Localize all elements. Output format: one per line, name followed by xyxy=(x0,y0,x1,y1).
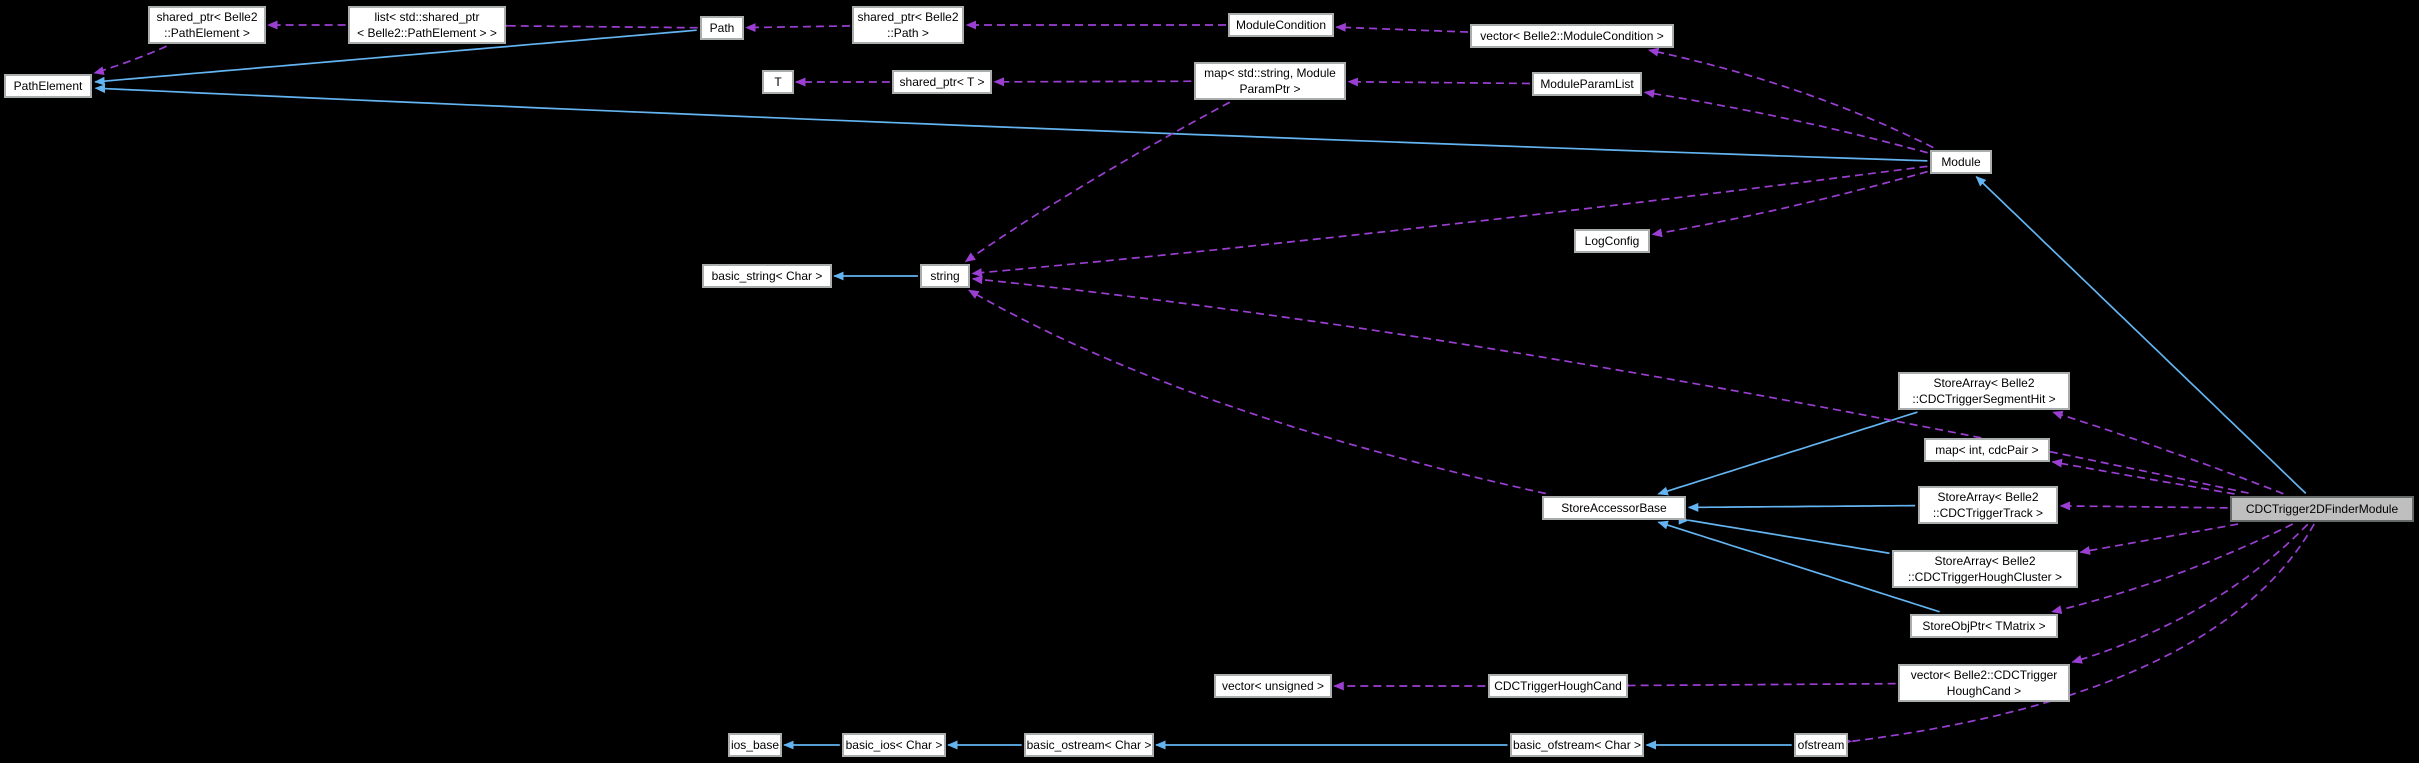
class-node-pathelement[interactable]: PathElement xyxy=(4,74,92,98)
edge-sa_seghit-sab xyxy=(1657,411,1918,496)
edge-finder-module xyxy=(1975,176,2307,495)
edge-map_param-string xyxy=(964,101,1231,263)
class-node-string[interactable]: string xyxy=(920,264,970,288)
edge-module-vec_mc xyxy=(1648,47,1934,149)
class-node-modulecondition[interactable]: ModuleCondition xyxy=(1228,13,1334,37)
class-node-sa_cluster[interactable]: StoreArray< Belle2 ::CDCTriggerHoughClus… xyxy=(1892,550,2078,588)
class-node-path[interactable]: Path xyxy=(700,16,744,40)
edge-finder-sa_seghit xyxy=(2052,410,2284,495)
edge-finder-storeobjptr xyxy=(2051,523,2294,615)
edge-finder-string xyxy=(971,275,2249,494)
class-node-sa_seghit[interactable]: StoreArray< Belle2 ::CDCTriggerSegmentHi… xyxy=(1898,372,2070,410)
class-node-basic_ostream[interactable]: basic_ostream< Char > xyxy=(1024,733,1154,757)
edge-module-mpl xyxy=(1643,89,1928,154)
edge-map_param-sp_t xyxy=(993,77,1192,87)
edge-module-logconfig xyxy=(1651,170,1928,238)
class-node-sab[interactable]: StoreAccessorBase xyxy=(1542,496,1686,520)
class-node-vec_unsigned[interactable]: vector< unsigned > xyxy=(1214,674,1332,698)
edge-vec_mc-modulecondition xyxy=(1335,22,1469,33)
class-node-map_cdcpair[interactable]: map< int, cdcPair > xyxy=(1924,438,2050,462)
edge-module-pathelement xyxy=(94,84,1928,162)
class-node-t[interactable]: T xyxy=(762,70,794,94)
edge-storeobjptr-sab xyxy=(1657,520,1940,613)
edge-sp_pathelement-pathelement xyxy=(93,45,167,76)
edge-finder-ofstream xyxy=(1850,523,2315,745)
class-node-list_sp_pe[interactable]: list< std::shared_ptr < Belle2::PathElem… xyxy=(348,6,506,44)
edge-path-list_sp_pe xyxy=(507,21,698,31)
edge-path-pathelement xyxy=(94,29,697,86)
edge-finder-map_cdcpair xyxy=(2051,458,2235,495)
class-node-storeobjptr[interactable]: StoreObjPtr< TMatrix > xyxy=(1910,614,2058,638)
edge-sp_path-path xyxy=(745,23,850,33)
edge-sab-string xyxy=(968,289,1546,495)
edge-vec_houghcand-houghcand xyxy=(1629,680,1896,690)
edge-finder-sa_cluster xyxy=(2079,523,2239,555)
class-node-ios_base[interactable]: ios_base xyxy=(728,733,782,757)
edge-finder-sa_track xyxy=(2059,501,2228,511)
edge-mpl-map_param xyxy=(1347,77,1530,87)
class-node-basic_ios[interactable]: basic_ios< Char > xyxy=(842,733,946,757)
class-node-basic_ofstream[interactable]: basic_ofstream< Char > xyxy=(1510,733,1644,757)
class-node-mpl[interactable]: ModuleParamList xyxy=(1532,72,1642,96)
class-node-vec_mc[interactable]: vector< Belle2::ModuleCondition > xyxy=(1470,24,1674,48)
class-node-sa_track[interactable]: StoreArray< Belle2 ::CDCTriggerTrack > xyxy=(1918,486,2058,524)
edge-module-string xyxy=(971,165,1928,278)
edge-sa_cluster-sab xyxy=(1687,517,1890,555)
edge-sa_track-sab xyxy=(1687,502,1916,512)
class-node-finder[interactable]: CDCTrigger2DFinderModule xyxy=(2230,496,2414,522)
class-node-houghcand[interactable]: CDCTriggerHoughCand xyxy=(1488,674,1628,698)
class-node-logconfig[interactable]: LogConfig xyxy=(1574,229,1650,253)
class-node-module[interactable]: Module xyxy=(1930,150,1992,174)
class-node-sp_path[interactable]: shared_ptr< Belle2 ::Path > xyxy=(852,6,964,44)
class-node-sp_t[interactable]: shared_ptr< T > xyxy=(892,70,992,94)
class-node-map_param[interactable]: map< std::string, Module ParamPtr > xyxy=(1194,62,1346,100)
class-node-vec_houghcand[interactable]: vector< Belle2::CDCTrigger HoughCand > xyxy=(1898,664,2070,702)
edge-finder-vec_houghcand xyxy=(2071,523,2309,664)
class-node-sp_pathelement[interactable]: shared_ptr< Belle2 ::PathElement > xyxy=(148,6,266,44)
class-node-basic_string[interactable]: basic_string< Char > xyxy=(702,264,832,288)
class-node-ofstream[interactable]: ofstream xyxy=(1794,733,1848,757)
